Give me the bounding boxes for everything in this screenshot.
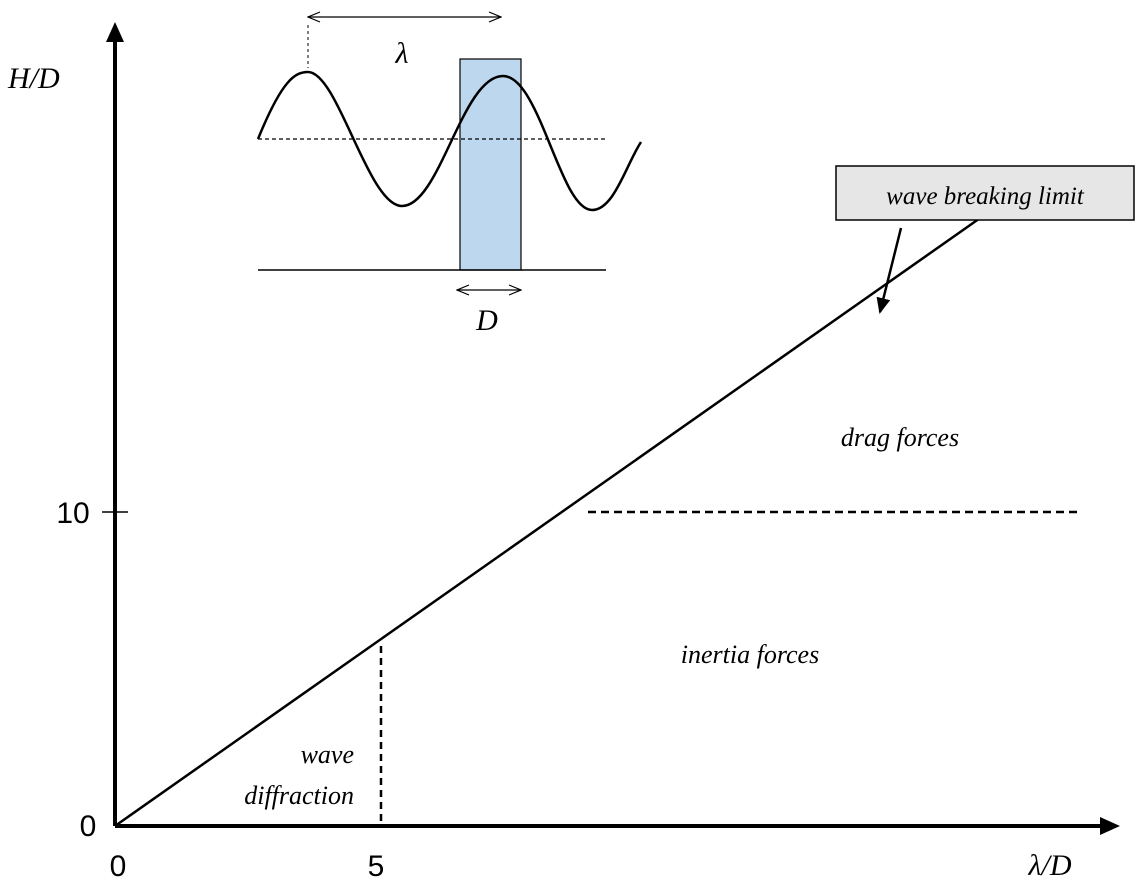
inset-wave-schematic: λ D: [256, 17, 643, 337]
wave-breaking-limit-callout: [835, 165, 1135, 221]
y-axis-arrowhead: [106, 22, 124, 42]
wave-profile: [256, 70, 643, 212]
diameter-symbol: D: [475, 304, 498, 337]
region-label-drag: drag forces: [841, 423, 959, 452]
pile-cylinder: [459, 58, 522, 271]
y-tick-label-10: 10: [56, 497, 89, 530]
y-tick-label-0: 0: [80, 810, 97, 843]
x-tick-label-0: 0: [110, 850, 127, 883]
wave-breaking-limit-line: [114, 188, 1021, 828]
x-axis-arrowhead: [1100, 817, 1120, 835]
region-label-inertia: inertia forces: [681, 640, 819, 669]
region-label-wave: wave: [301, 740, 354, 769]
x-tick-label-5: 5: [368, 850, 385, 883]
y-axis-title: H/D: [7, 62, 60, 95]
callout-pointer-arrow: [876, 227, 903, 314]
wavelength-symbol: λ: [395, 37, 409, 70]
region-label-diffraction: diffraction: [244, 781, 354, 810]
wave-breaking-limit-label: wave breaking limit: [886, 183, 1085, 210]
x-axis-title: λ/D: [1028, 849, 1072, 882]
